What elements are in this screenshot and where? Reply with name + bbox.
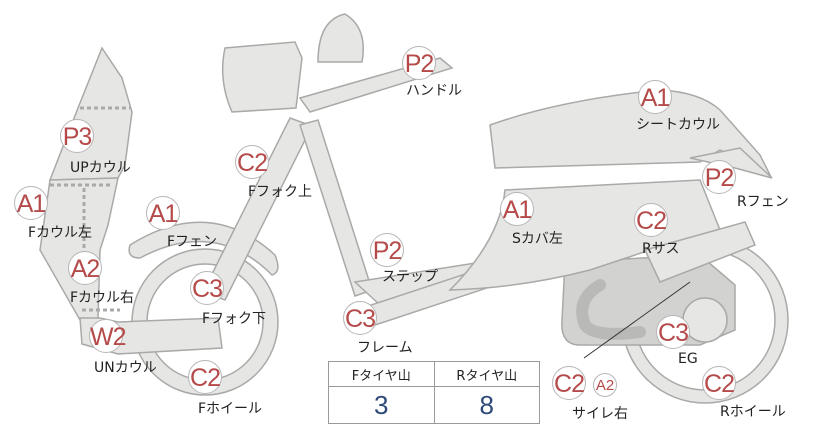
part-label-f-cowl-left: Fカウル左 [28, 225, 93, 241]
grade-badge-s-cover-left: A1 [500, 192, 534, 226]
headlight-shape [221, 41, 303, 113]
grade-badge-frame: C3 [343, 301, 377, 335]
part-label-r-fender: Rフェン [737, 194, 789, 210]
grade-badge-f-cowl-left: A1 [14, 186, 48, 220]
grade-badge-muffler-right-secondary: A2 [593, 373, 617, 397]
rear-shock-shape [643, 221, 756, 283]
f-tire-value: 3 [328, 386, 435, 424]
f-tire-header: Fタイヤ山 [328, 361, 435, 387]
grade-badge-r-wheel: C2 [702, 366, 736, 400]
part-label-f-fork-lower: Fフォク下 [202, 311, 267, 327]
grade-badge-f-wheel: C2 [188, 360, 222, 394]
front-cowl-shape [39, 177, 119, 321]
leader-line-shape [583, 281, 691, 359]
muffler-pipe-shape [576, 279, 646, 340]
grade-badge-r-suspension: C2 [634, 203, 668, 237]
grade-badge-f-cowl-right: A2 [68, 251, 102, 285]
grade-badge-f-fender: A1 [146, 196, 180, 230]
part-label-step: ステップ [382, 269, 438, 285]
tire-tread-table: Fタイヤ山 Rタイヤ山 3 8 [328, 361, 540, 424]
grade-badge-f-fork-lower: C3 [190, 271, 224, 305]
grade-badge-step: P2 [370, 233, 404, 267]
grade-badge-f-fork-upper: C2 [235, 145, 269, 179]
grade-badge-un-cowl: W2 [89, 319, 127, 353]
frame-tube-shape [299, 119, 373, 297]
tire-table-value-row: 3 8 [328, 386, 540, 424]
part-label-r-suspension: Rサス [642, 241, 680, 257]
part-label-f-fender: Fフェン [167, 234, 218, 250]
part-label-handle: ハンドル [406, 83, 462, 99]
part-label-f-fork-upper: Fフォク上 [248, 184, 313, 200]
tire-table-header-row: Fタイヤ山 Rタイヤ山 [328, 361, 540, 387]
part-label-frame: フレーム [357, 340, 413, 356]
mirror-shape [317, 13, 364, 63]
part-label-engine: EG [678, 351, 698, 367]
grade-badge-engine: C3 [656, 315, 690, 349]
part-label-f-cowl-right: Fカウル右 [70, 290, 135, 306]
grade-badge-r-fender: P2 [702, 160, 736, 194]
r-tire-header: Rタイヤ山 [433, 361, 540, 387]
part-label-r-wheel: Rホイール [720, 404, 786, 420]
grade-badge-seat-cowl: A1 [638, 80, 672, 114]
grade-badge-handle: P2 [402, 46, 436, 80]
r-tire-value: 8 [433, 386, 540, 424]
grade-badge-up-cowl: P3 [60, 119, 94, 153]
part-label-muffler-right: サイレ右 [572, 406, 628, 422]
part-label-un-cowl: UNカウル [94, 360, 157, 376]
grade-badge-muffler-right: C2 [552, 366, 586, 400]
part-label-f-wheel: Fホイール [198, 401, 263, 417]
part-label-s-cover-left: Sカバ左 [512, 231, 563, 247]
part-label-seat-cowl: シートカウル [636, 117, 720, 133]
part-label-up-cowl: UPカウル [70, 160, 131, 176]
